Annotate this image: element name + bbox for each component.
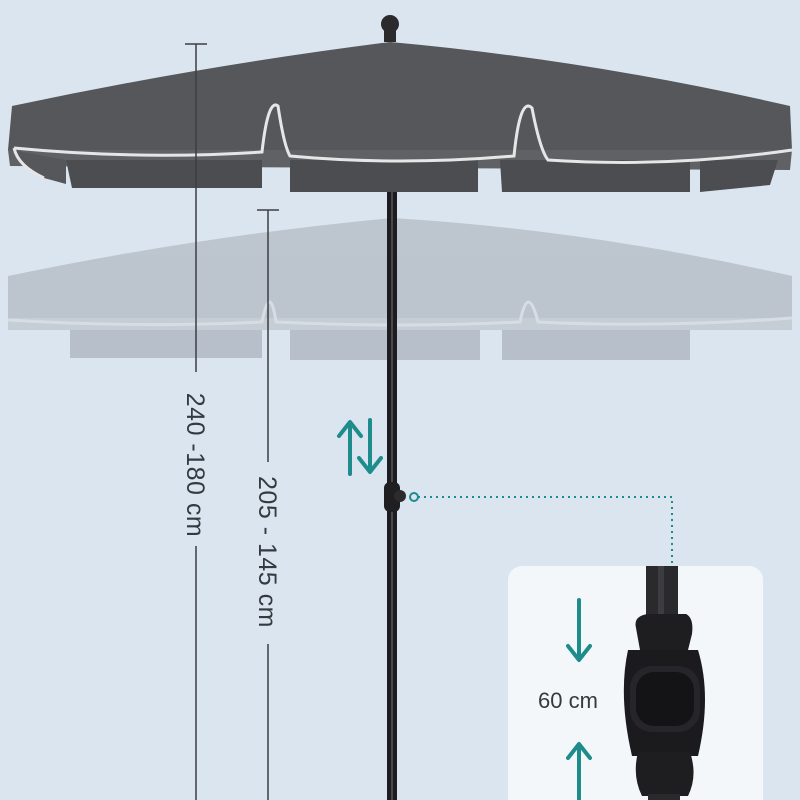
height-range-tall-label: 240 -180 cm xyxy=(181,392,209,538)
up-down-arrows-icon xyxy=(337,418,383,476)
height-range-short-label: 205 - 145 cm xyxy=(253,476,281,628)
tilt-height-label: 60 cm xyxy=(538,688,598,713)
tilt-mechanism-closeup xyxy=(623,566,705,800)
tilt-knob xyxy=(384,482,406,512)
dimension-line-tall xyxy=(185,43,207,800)
arrow-up-icon xyxy=(566,742,592,800)
canopy-lowered xyxy=(7,218,793,360)
dimension-line-short xyxy=(257,209,279,800)
arrow-down-icon xyxy=(566,598,592,662)
canopy-raised xyxy=(8,15,793,192)
tilt-detail-card: 60 cm xyxy=(508,566,763,800)
dotted-leader-icon xyxy=(409,492,673,568)
